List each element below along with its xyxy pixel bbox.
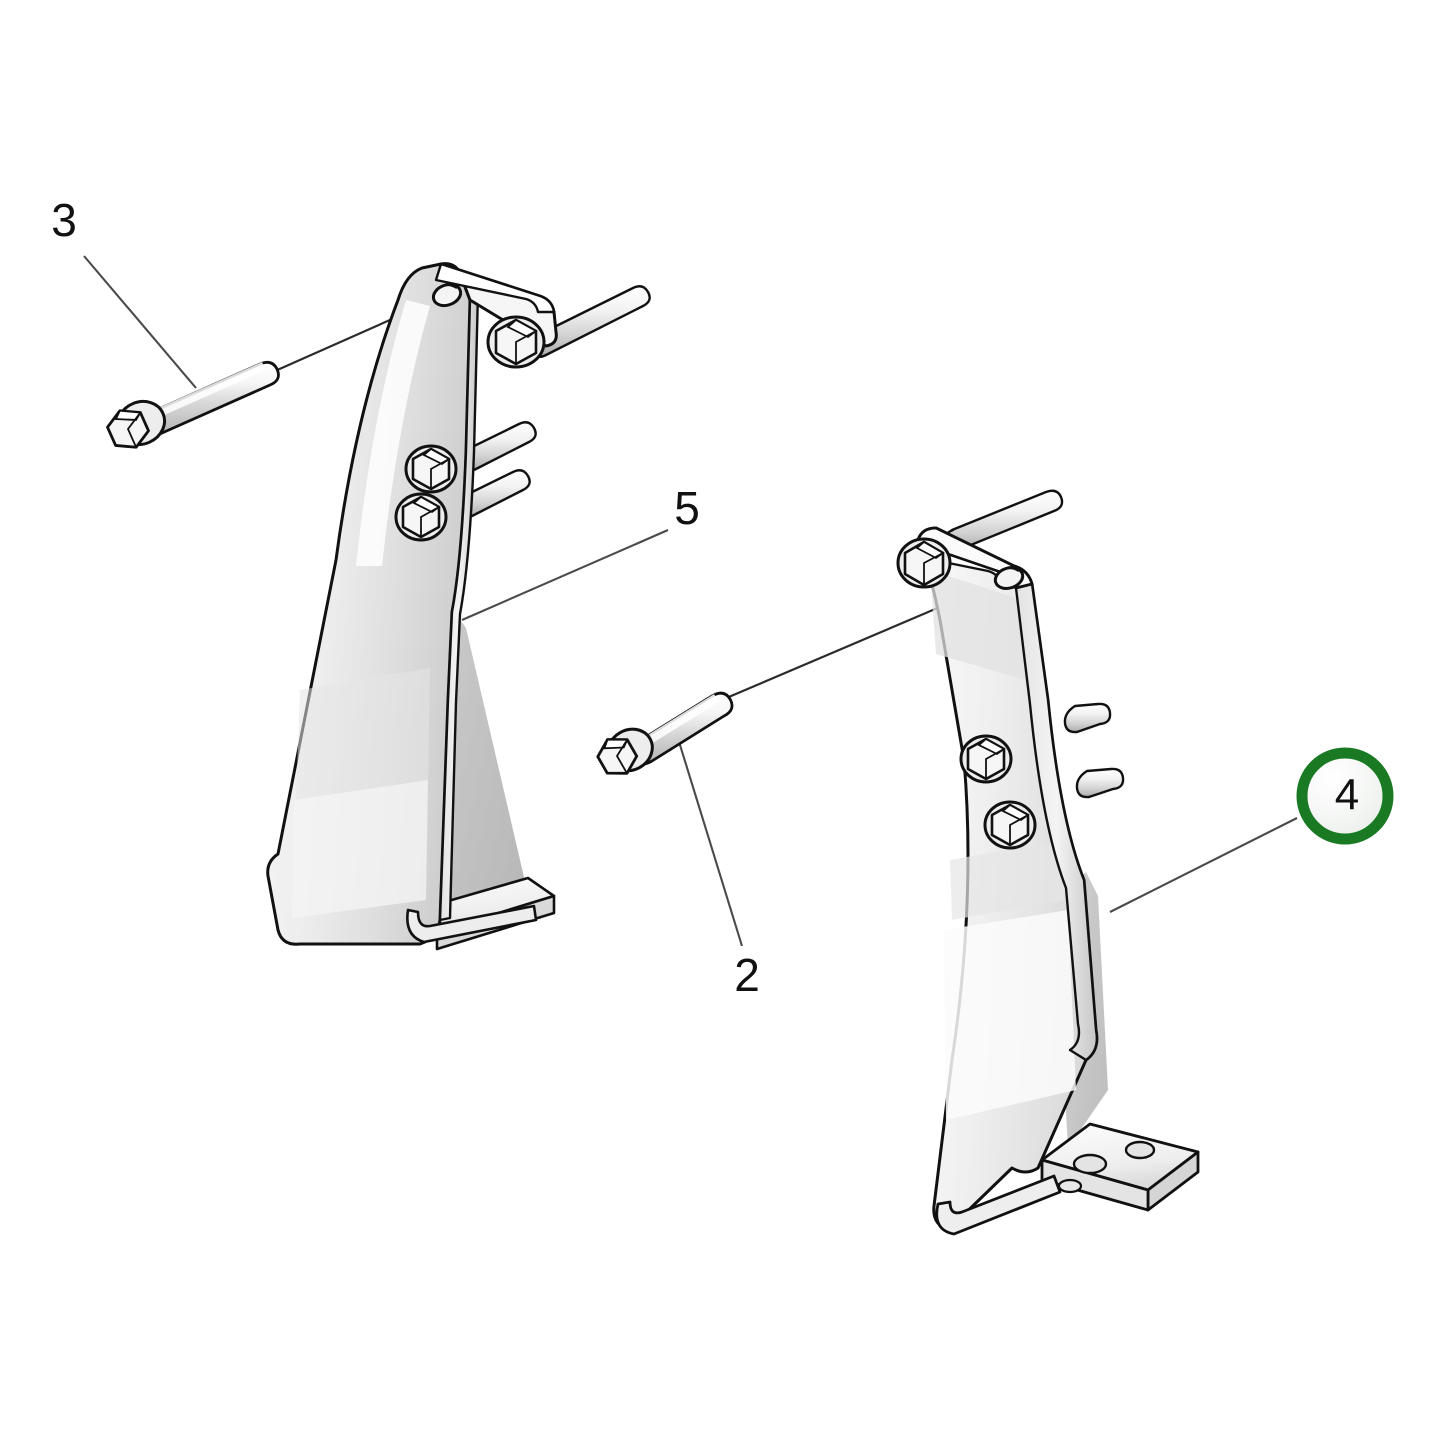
left-bracket-hex-nut-lower xyxy=(394,492,448,542)
left-bracket-top-tab-edge xyxy=(434,262,556,314)
left-bracket-highlight-broad xyxy=(292,780,428,918)
right-bracket-highlight-lower xyxy=(944,910,1076,1120)
right-bracket-highlight-band xyxy=(950,840,1066,920)
stud-middle-right-bracket xyxy=(1063,702,1112,734)
left-bracket-bottom-fold xyxy=(406,904,538,944)
right-bracket-hex-nut-lower xyxy=(983,800,1037,850)
bolt-2-shank-highlight xyxy=(646,694,719,744)
left-bracket-mounting-hole xyxy=(431,282,463,308)
leader-line-3 xyxy=(83,255,197,389)
foot-hole-3 xyxy=(1057,1178,1083,1194)
bolt-2-hex-head xyxy=(596,738,639,775)
leader-line-4 xyxy=(1109,817,1298,913)
callout-badge-4-label: 4 xyxy=(1335,771,1359,820)
bolt-3-shank-highlight xyxy=(158,362,266,416)
leader-line-2 xyxy=(674,731,744,947)
right-bracket-side-edge xyxy=(1014,582,1099,1062)
left-bracket-highlight-lower xyxy=(296,668,430,800)
right-mounting-bracket[interactable] xyxy=(896,489,1200,1236)
leader-lines xyxy=(83,255,1298,947)
callout-badge-4[interactable]: 4 xyxy=(1296,747,1394,845)
stud-lower-right-bracket xyxy=(1075,767,1125,799)
callout-label-3: 3 xyxy=(51,194,77,246)
left-bracket-hex-nut-middle xyxy=(404,444,458,494)
left-mounting-bracket[interactable] xyxy=(266,262,651,951)
right-bracket-mounting-hole xyxy=(993,566,1025,590)
right-bracket-bottom-fold xyxy=(935,1174,1062,1236)
right-bracket-hex-nut-middle xyxy=(959,734,1013,784)
hex-flange-bolt-left[interactable] xyxy=(103,360,280,455)
foot-hole-1 xyxy=(1072,1153,1108,1175)
right-bracket-foot-front xyxy=(1040,1158,1150,1212)
right-bracket-highlight-upper xyxy=(930,570,1026,680)
foot-hole-2 xyxy=(1124,1140,1156,1160)
callout-label-5: 5 xyxy=(674,482,700,534)
callout-label-2: 2 xyxy=(734,949,760,1001)
leader-line-5 xyxy=(461,529,669,621)
left-bracket-studs xyxy=(454,285,651,519)
left-bracket-hex-nut-top xyxy=(486,315,546,369)
left-bracket-highlight-upper xyxy=(356,300,430,566)
left-bracket-side-edge xyxy=(438,269,480,922)
hex-flange-bolt-center[interactable] xyxy=(593,691,734,782)
right-bracket-hex-nut-top xyxy=(896,537,952,589)
bolt-3-hex-head xyxy=(106,409,150,449)
callout-badge-4-ring xyxy=(1296,747,1394,845)
